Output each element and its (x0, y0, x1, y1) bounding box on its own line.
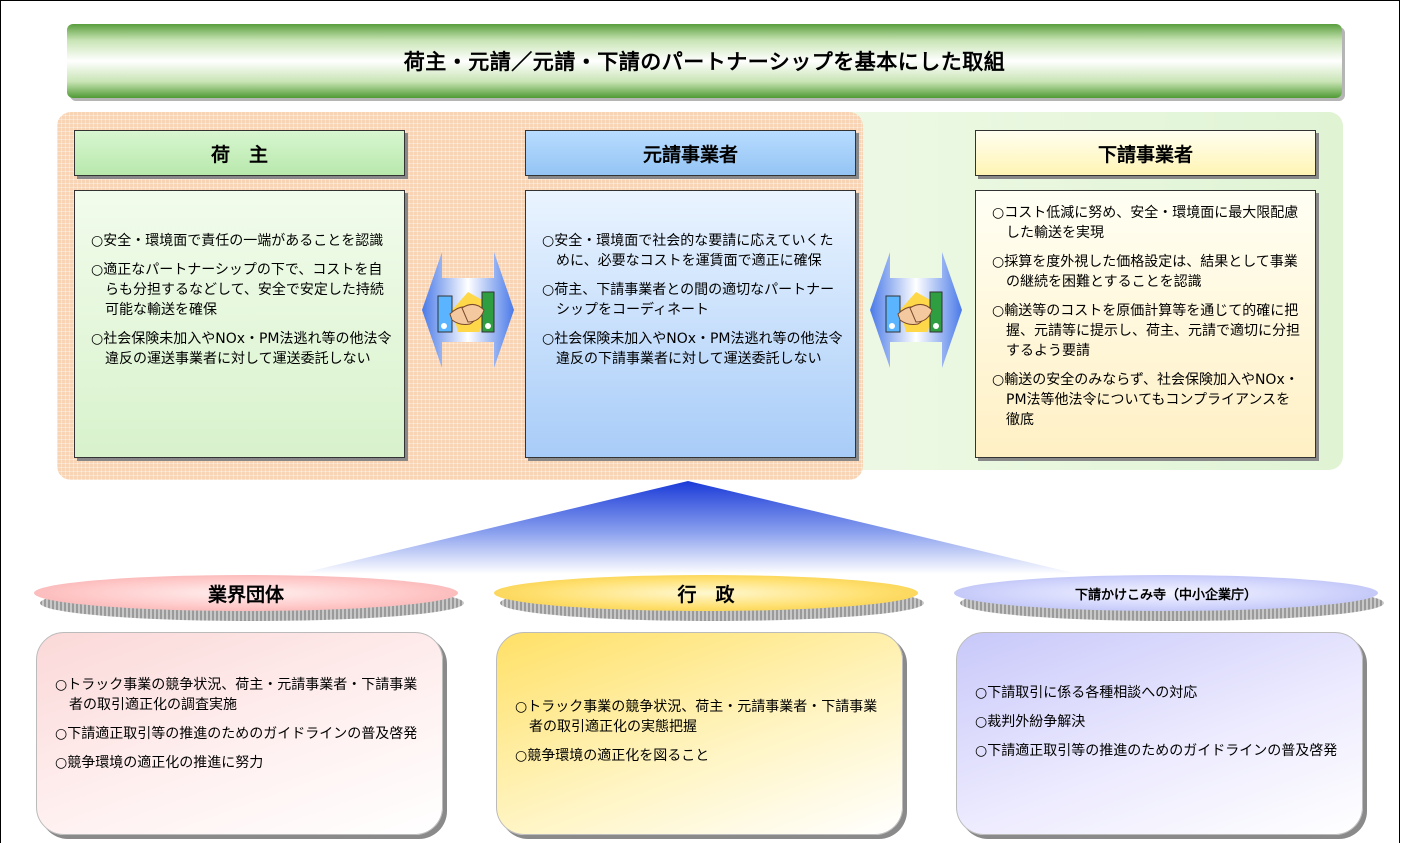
title-banner: 荷主・元請／元請・下請のパートナーシップを基本にした取組 (67, 24, 1342, 98)
list-item: ○輸送の安全のみならず、社会保険加入やNOx・PM法等他法令についてもコンプライ… (992, 372, 1299, 428)
list-item: ○輸送等のコストを原価計算等を通じて的確に把握、元請等に提示し、荷主、元請で適切… (992, 303, 1300, 359)
list-item: ○トラック事業の競争状況、荷主・元請事業者・下請事業者の取引適正化の調査実施 (55, 677, 418, 713)
industry-group-ellipse: 業界団体 (34, 575, 458, 611)
support-triangle (298, 481, 1078, 574)
list-item: ○採算を度外視した価格設定は、結果として事業の継続を困難とすることを認識 (992, 254, 1298, 290)
list-item: ○安全・環境面で社会的な要請に応えていくために、必要なコストを運賃面で適正に確保 (542, 233, 834, 269)
list-item: ○社会保険未加入やNOx・PM法逃れ等の他法令違反の下請事業者に対して運送委託し… (542, 331, 843, 367)
list-item: ○下請適正取引等の推進のためのガイドラインの普及啓発 (975, 743, 1338, 759)
list-item: ○下請取引に係る各種相談への対応 (975, 685, 1198, 701)
list-item: ○競争環境の適正化の推進に努力 (55, 755, 264, 771)
prime-contractor-box: ○安全・環境面で社会的な要請に応えていくために、必要なコストを運賃面で適正に確保… (525, 190, 856, 458)
list-item: ○適正なパートナーシップの下で、コストを自らも分担するなどして、安全で安定した持… (91, 262, 384, 318)
list-item: ○荷主、下請事業者との間の適切なパートナーシップをコーディネート (542, 282, 835, 318)
list-item: ○競争環境の適正化を図ること (515, 748, 710, 764)
page-title: 荷主・元請／元請・下請のパートナーシップを基本にした取組 (403, 50, 1006, 74)
kakekomi-dera-box: ○下請取引に係る各種相談への対応 ○裁判外紛争解決 ○下請適正取引等の推進のため… (956, 632, 1363, 835)
handshake-arrow-icon-right (870, 252, 962, 368)
list-item: ○コスト低減に努め、安全・環境面に最大限配慮した輸送を実現 (992, 205, 1299, 241)
shipper-header: 荷 主 (74, 130, 405, 176)
prime-contractor-header: 元請事業者 (525, 130, 856, 176)
list-item: ○トラック事業の競争状況、荷主・元請事業者・下請事業者の取引適正化の実態把握 (515, 699, 878, 735)
shipper-box: ○安全・環境面で責任の一端があることを認識 ○適正なパートナーシップの下で、コス… (74, 190, 405, 458)
government-box: ○トラック事業の競争状況、荷主・元請事業者・下請事業者の取引適正化の実態把握 ○… (496, 632, 903, 835)
kakekomi-dera-ellipse: 下請かけこみ寺（中小企業庁） (954, 575, 1378, 611)
industry-group-box: ○トラック事業の競争状況、荷主・元請事業者・下請事業者の取引適正化の調査実施 ○… (36, 632, 443, 835)
subcontractor-box: ○コスト低減に努め、安全・環境面に最大限配慮した輸送を実現 ○採算を度外視した価… (975, 190, 1316, 458)
handshake-arrow-icon-left (422, 252, 514, 368)
list-item: ○安全・環境面で責任の一端があることを認識 (91, 233, 384, 249)
list-item: ○裁判外紛争解決 (975, 714, 1086, 730)
list-item: ○下請適正取引等の推進のためのガイドラインの普及啓発 (55, 726, 418, 742)
government-ellipse: 行 政 (494, 575, 918, 611)
list-item: ○社会保険未加入やNOx・PM法逃れ等の他法令違反の運送事業者に対して運送委託し… (91, 331, 392, 367)
subcontractor-header: 下請事業者 (975, 130, 1316, 176)
